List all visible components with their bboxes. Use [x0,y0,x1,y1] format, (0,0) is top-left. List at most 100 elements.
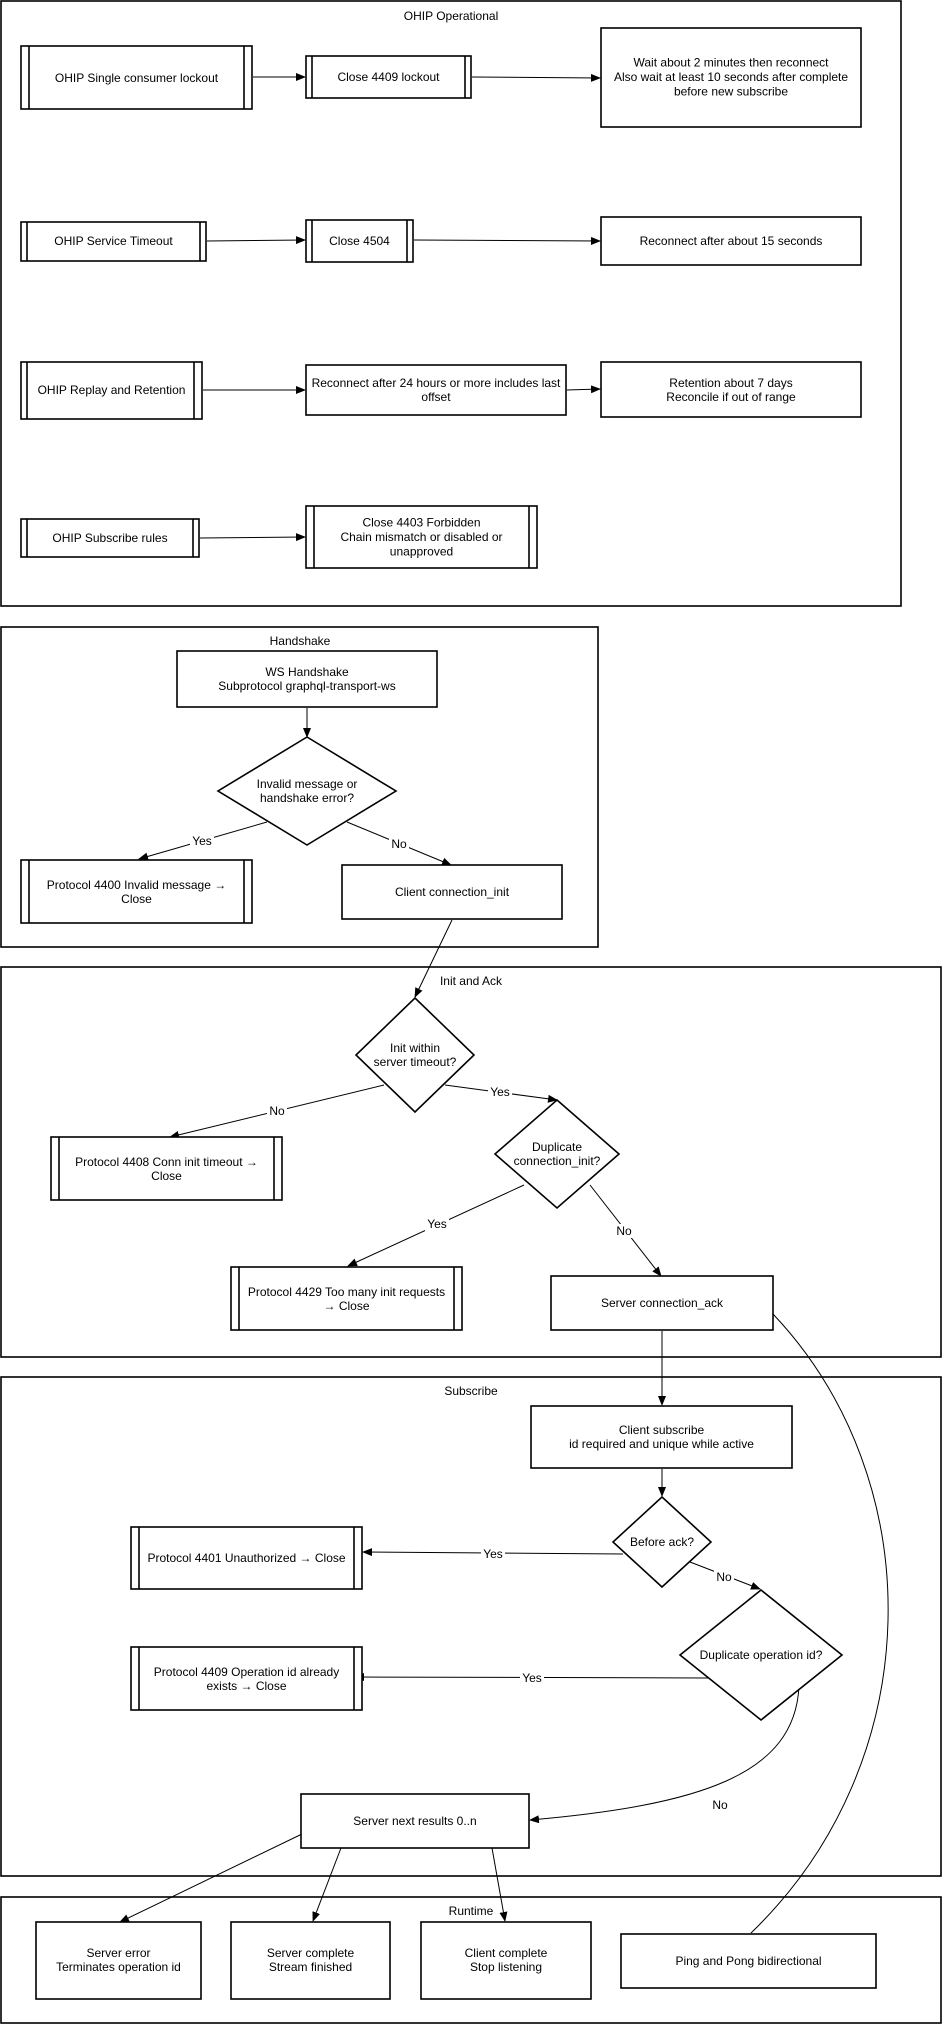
node-client-connection-init: Client connection_init [341,864,563,920]
node-label-line: server timeout? [374,1055,457,1069]
node-label: Protocol 4408 Conn init timeout →Close [75,1155,258,1183]
node-label: Server next results 0..n [353,1814,476,1828]
node-label-line: Reconnect after about 15 seconds [640,234,823,248]
node-label: Protocol 4400 Invalid message →Close [47,878,226,906]
node-ping-pong: Ping and Pong bidirectional [620,1933,877,1989]
node-close-4409-lockout: Close 4409 lockout [305,55,472,99]
node-label: Reconnect after 24 hours or more include… [312,376,561,404]
edge-labels: Yes No No Yes Yes No Yes No Yes No [190,834,734,1812]
node-label-line: Server connection_ack [601,1296,724,1310]
edge-label-no: No [712,1798,728,1812]
edge-close4504-reconnect [413,236,601,245]
edge-close4409-wait [471,73,601,82]
node-label: Close 4504 [329,234,390,248]
node-label-line: Protocol 4409 Operation id already [154,1665,339,1679]
node-label: Client connection_init [395,885,510,899]
node-label-line: Stream finished [269,1960,352,1974]
edge-label-yes: Yes [490,1085,510,1099]
edge-conninit-initwithin [414,919,453,998]
edge-next-clientcomplete [491,1847,508,1922]
edge-label-yes: Yes [522,1671,542,1685]
node-label-line: handshake error? [260,791,354,805]
edge-next-error [119,1833,303,1923]
node-label: Protocol 4429 Too many init requests→ Cl… [248,1285,445,1313]
node-label-line: OHIP Single consumer lockout [55,71,219,85]
node-protocol-4400: Protocol 4400 Invalid message →Close [20,859,253,924]
node-label-line: Also wait at least 10 seconds after comp… [614,70,848,84]
node-ohip-replay-retention: OHIP Replay and Retention [20,361,203,420]
node-label-line: Server next results 0..n [353,1814,476,1828]
node-label-line: Close 4403 Forbidden [362,516,480,530]
node-label: Server connection_ack [601,1296,724,1310]
container-title: OHIP Operational [404,9,499,23]
node-label: Close 4409 lockout [337,70,440,84]
container-title: Subscribe [444,1384,498,1398]
container-ohip-operational: OHIP Operational [0,0,902,607]
node-label-line: Duplicate [532,1140,582,1154]
node-label: OHIP Replay and Retention [38,383,186,397]
decision-duplicate-operation-id: Duplicate operation id? [678,1588,844,1722]
node-label-line: before new subscribe [674,84,788,98]
node-label: OHIP Service Timeout [54,234,173,248]
node-label-line: Protocol 4400 Invalid message → [47,878,226,892]
decision-before-ack: Before ack? [611,1495,713,1589]
node-close-4504: Close 4504 [305,219,414,263]
node-label-line: connection_init? [514,1154,601,1168]
node-label: Before ack? [630,1535,694,1549]
container-title: Runtime [449,1904,494,1918]
edge-label-no: No [269,1104,285,1118]
edge-label-yes: Yes [427,1217,447,1231]
container-init-and-ack: Init and Ack [0,966,942,1358]
edge-timeout-close4504 [206,236,306,245]
edge-label-yes: Yes [192,834,212,848]
node-label-line: Server complete [267,1946,355,1960]
node-server-next-results: Server next results 0..n [300,1793,530,1849]
node-protocol-4401: Protocol 4401 Unauthorized → Close [130,1526,363,1590]
node-label: Reconnect after about 15 seconds [640,234,823,248]
edge-label-no: No [391,837,407,851]
node-label-line: OHIP Service Timeout [54,234,173,248]
node-label-line: Chain mismatch or disabled or [340,530,502,544]
node-protocol-4408: Protocol 4408 Conn init timeout →Close [50,1136,283,1201]
node-ohip-service-timeout: OHIP Service Timeout [20,221,207,262]
node-protocol-4429: Protocol 4429 Too many init requests→ Cl… [230,1266,463,1331]
edge-dupop-next [529,1685,800,1824]
node-ohip-single-consumer-lockout: OHIP Single consumer lockout [20,45,253,110]
node-label-line: Wait about 2 minutes then reconnect [634,56,830,70]
edge-connack-pingpong [750,1313,889,1934]
node-label-line: Close [151,1169,182,1183]
node-label-line: Close 4504 [329,234,390,248]
node-label: Protocol 4401 Unauthorized → Close [147,1551,345,1565]
node-label-line: WS Handshake [265,665,349,679]
node-label-line: Terminates operation id [56,1960,181,1974]
node-reconnect-15-seconds: Reconnect after about 15 seconds [600,216,862,266]
node-label-line: Invalid message or [257,777,358,791]
node-label-line: Init within [390,1041,440,1055]
node-label-line: Reconnect after 24 hours or more include… [312,376,561,390]
container-subscribe: Subscribe [0,1376,942,1877]
node-label-line: Retention about 7 days [669,376,792,390]
node-label-line: Client complete [465,1946,548,1960]
node-label-line: OHIP Subscribe rules [52,531,167,545]
node-label-line: OHIP Replay and Retention [38,383,186,397]
